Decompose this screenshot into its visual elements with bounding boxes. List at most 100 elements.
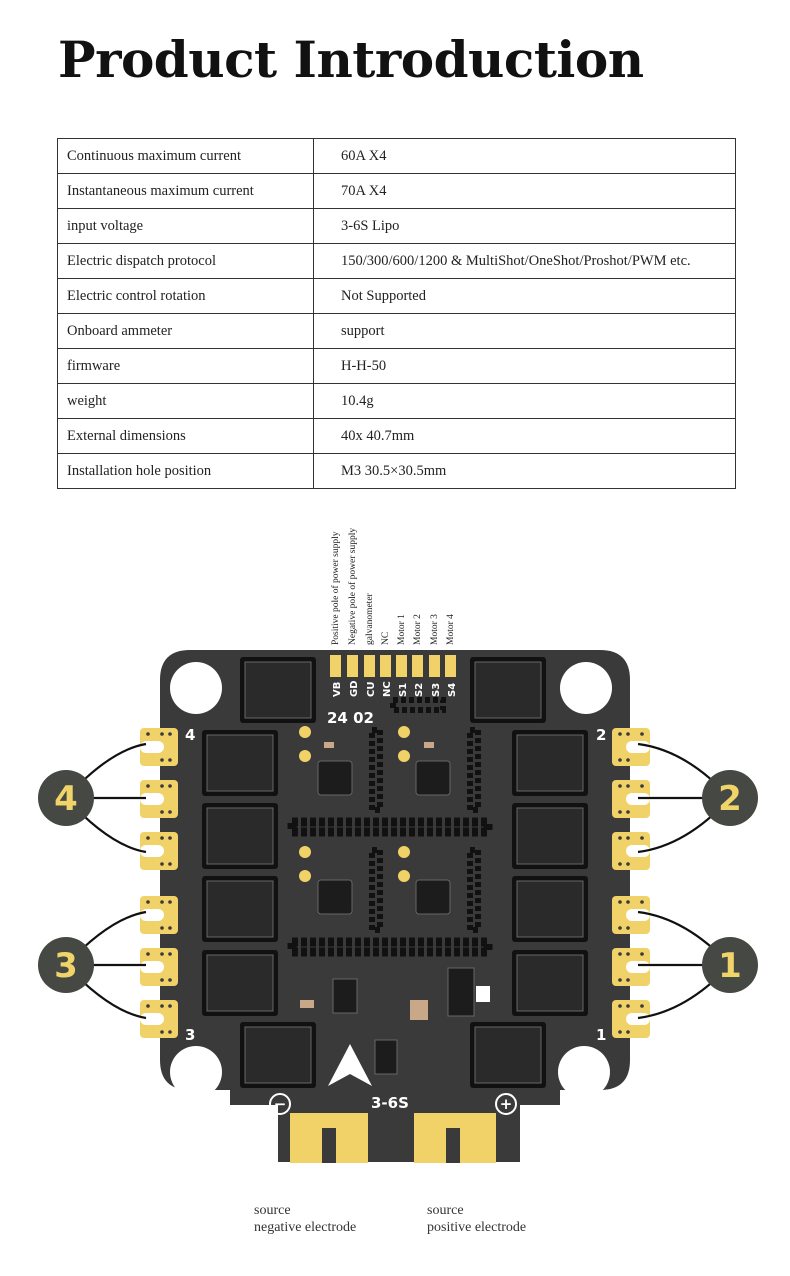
spec-value: Not Supported (313, 278, 736, 314)
motor-pad (140, 1000, 178, 1038)
spec-value: 150/300/600/1200 & MultiShot/OneShot/Pro… (313, 243, 736, 279)
mount-hole-tl (170, 662, 222, 714)
motor-badges: 4 2 3 1 (38, 770, 758, 993)
motor-pad (140, 896, 178, 934)
motor-pad (140, 728, 178, 766)
mosfet-chip (512, 950, 588, 1016)
motor-badge-number: 4 (54, 779, 78, 819)
motor-badge: 2 (702, 770, 758, 826)
spec-label: weight (57, 383, 314, 419)
negative-electrode-label: source negative electrode (254, 1203, 357, 1235)
voltage-mark: 3-6S (371, 1094, 409, 1112)
mosfet-chip (512, 876, 588, 942)
plus-symbol-icon (495, 1093, 517, 1115)
spec-label: Continuous maximum current (57, 138, 314, 174)
minus-mark: − (274, 1095, 287, 1113)
mosfets (202, 657, 588, 1088)
pin-labels: Positive pole of power supply Negative po… (330, 528, 456, 645)
motor-badge: 1 (702, 937, 758, 993)
board-misc (300, 742, 490, 1020)
spec-value: H-H-50 (313, 348, 736, 384)
spec-label: firmware (57, 348, 314, 384)
spec-label: Installation hole position (57, 453, 314, 489)
spec-value: 40x 40.7mm (313, 418, 736, 454)
mosfet-chip (512, 803, 588, 869)
driver-chips (317, 760, 475, 1075)
spec-value: support (313, 313, 736, 349)
motor-badge-number: 2 (718, 779, 742, 819)
pin-label: Positive pole of power supply (330, 531, 341, 645)
pad-code: CU (366, 682, 377, 697)
power-pad-positive (414, 1113, 496, 1163)
motor-pads (140, 728, 650, 1038)
mosfet-chip (512, 730, 588, 796)
spec-label: External dimensions (57, 418, 314, 454)
spec-value: 3-6S Lipo (313, 208, 736, 244)
mosfet-chip (202, 950, 278, 1016)
spec-label: input voltage (57, 208, 314, 244)
pad-code: S3 (431, 683, 442, 697)
spec-label: Electric dispatch protocol (57, 243, 314, 279)
board-dots (299, 726, 410, 882)
motor-pad (612, 728, 650, 766)
corner-number: 2 (596, 726, 606, 744)
pad-code: S2 (414, 683, 425, 697)
positive-electrode-label: source positive electrode (427, 1203, 527, 1235)
power-pad-negative (290, 1113, 368, 1163)
corner-number: 4 (185, 726, 195, 744)
arrow-logo-icon (328, 1044, 372, 1086)
pad-code: S1 (398, 683, 409, 697)
pad-code: GD (349, 680, 360, 697)
page-title: Product Introduction (58, 30, 644, 89)
esc-board-diagram: Positive pole of power supply Negative po… (38, 528, 758, 1163)
spec-value: 60A X4 (313, 138, 736, 174)
pad-code: NC (382, 681, 393, 697)
motor-pad (140, 948, 178, 986)
pin-label: Motor 4 (446, 614, 456, 645)
pad-code: S4 (447, 683, 458, 697)
mount-hole-tr (560, 662, 612, 714)
pin-label: galvanometer (365, 592, 375, 645)
motor-badge: 4 (38, 770, 94, 826)
motor-wires (65, 742, 731, 1020)
pad-codes: VB GD CU NC S1 S2 S3 S4 (332, 680, 458, 697)
model-code: 24 02 (327, 709, 374, 727)
mount-hole-bl (170, 1046, 222, 1098)
motor-badge: 3 (38, 937, 94, 993)
spec-value: 70A X4 (313, 173, 736, 209)
mosfet-chip (202, 730, 278, 796)
spec-value: M3 30.5×30.5mm (313, 453, 736, 489)
motor-badge-number: 3 (54, 946, 78, 986)
motor-pad (612, 948, 650, 986)
spec-label: Instantaneous maximum current (57, 173, 314, 209)
mosfet-chip (202, 803, 278, 869)
pin-label: Motor 2 (413, 614, 423, 645)
spec-value: 10.4g (313, 383, 736, 419)
mosfet-chip (240, 657, 316, 723)
pin-label: NC (381, 632, 391, 645)
pin-label: Motor 3 (430, 614, 440, 645)
motor-pad (612, 1000, 650, 1038)
mosfet-chip (240, 1022, 316, 1088)
corner-number: 3 (185, 1026, 195, 1044)
motor-pad (612, 780, 650, 818)
pad-code: VB (332, 682, 343, 697)
spec-label: Electric control rotation (57, 278, 314, 314)
minus-symbol-icon (269, 1093, 291, 1115)
pin-label: Negative pole of power supply (347, 528, 358, 645)
pin-label: Motor 1 (397, 614, 407, 645)
plus-mark: + (500, 1095, 513, 1113)
mount-hole-br (558, 1046, 610, 1098)
signal-pads (330, 655, 456, 677)
